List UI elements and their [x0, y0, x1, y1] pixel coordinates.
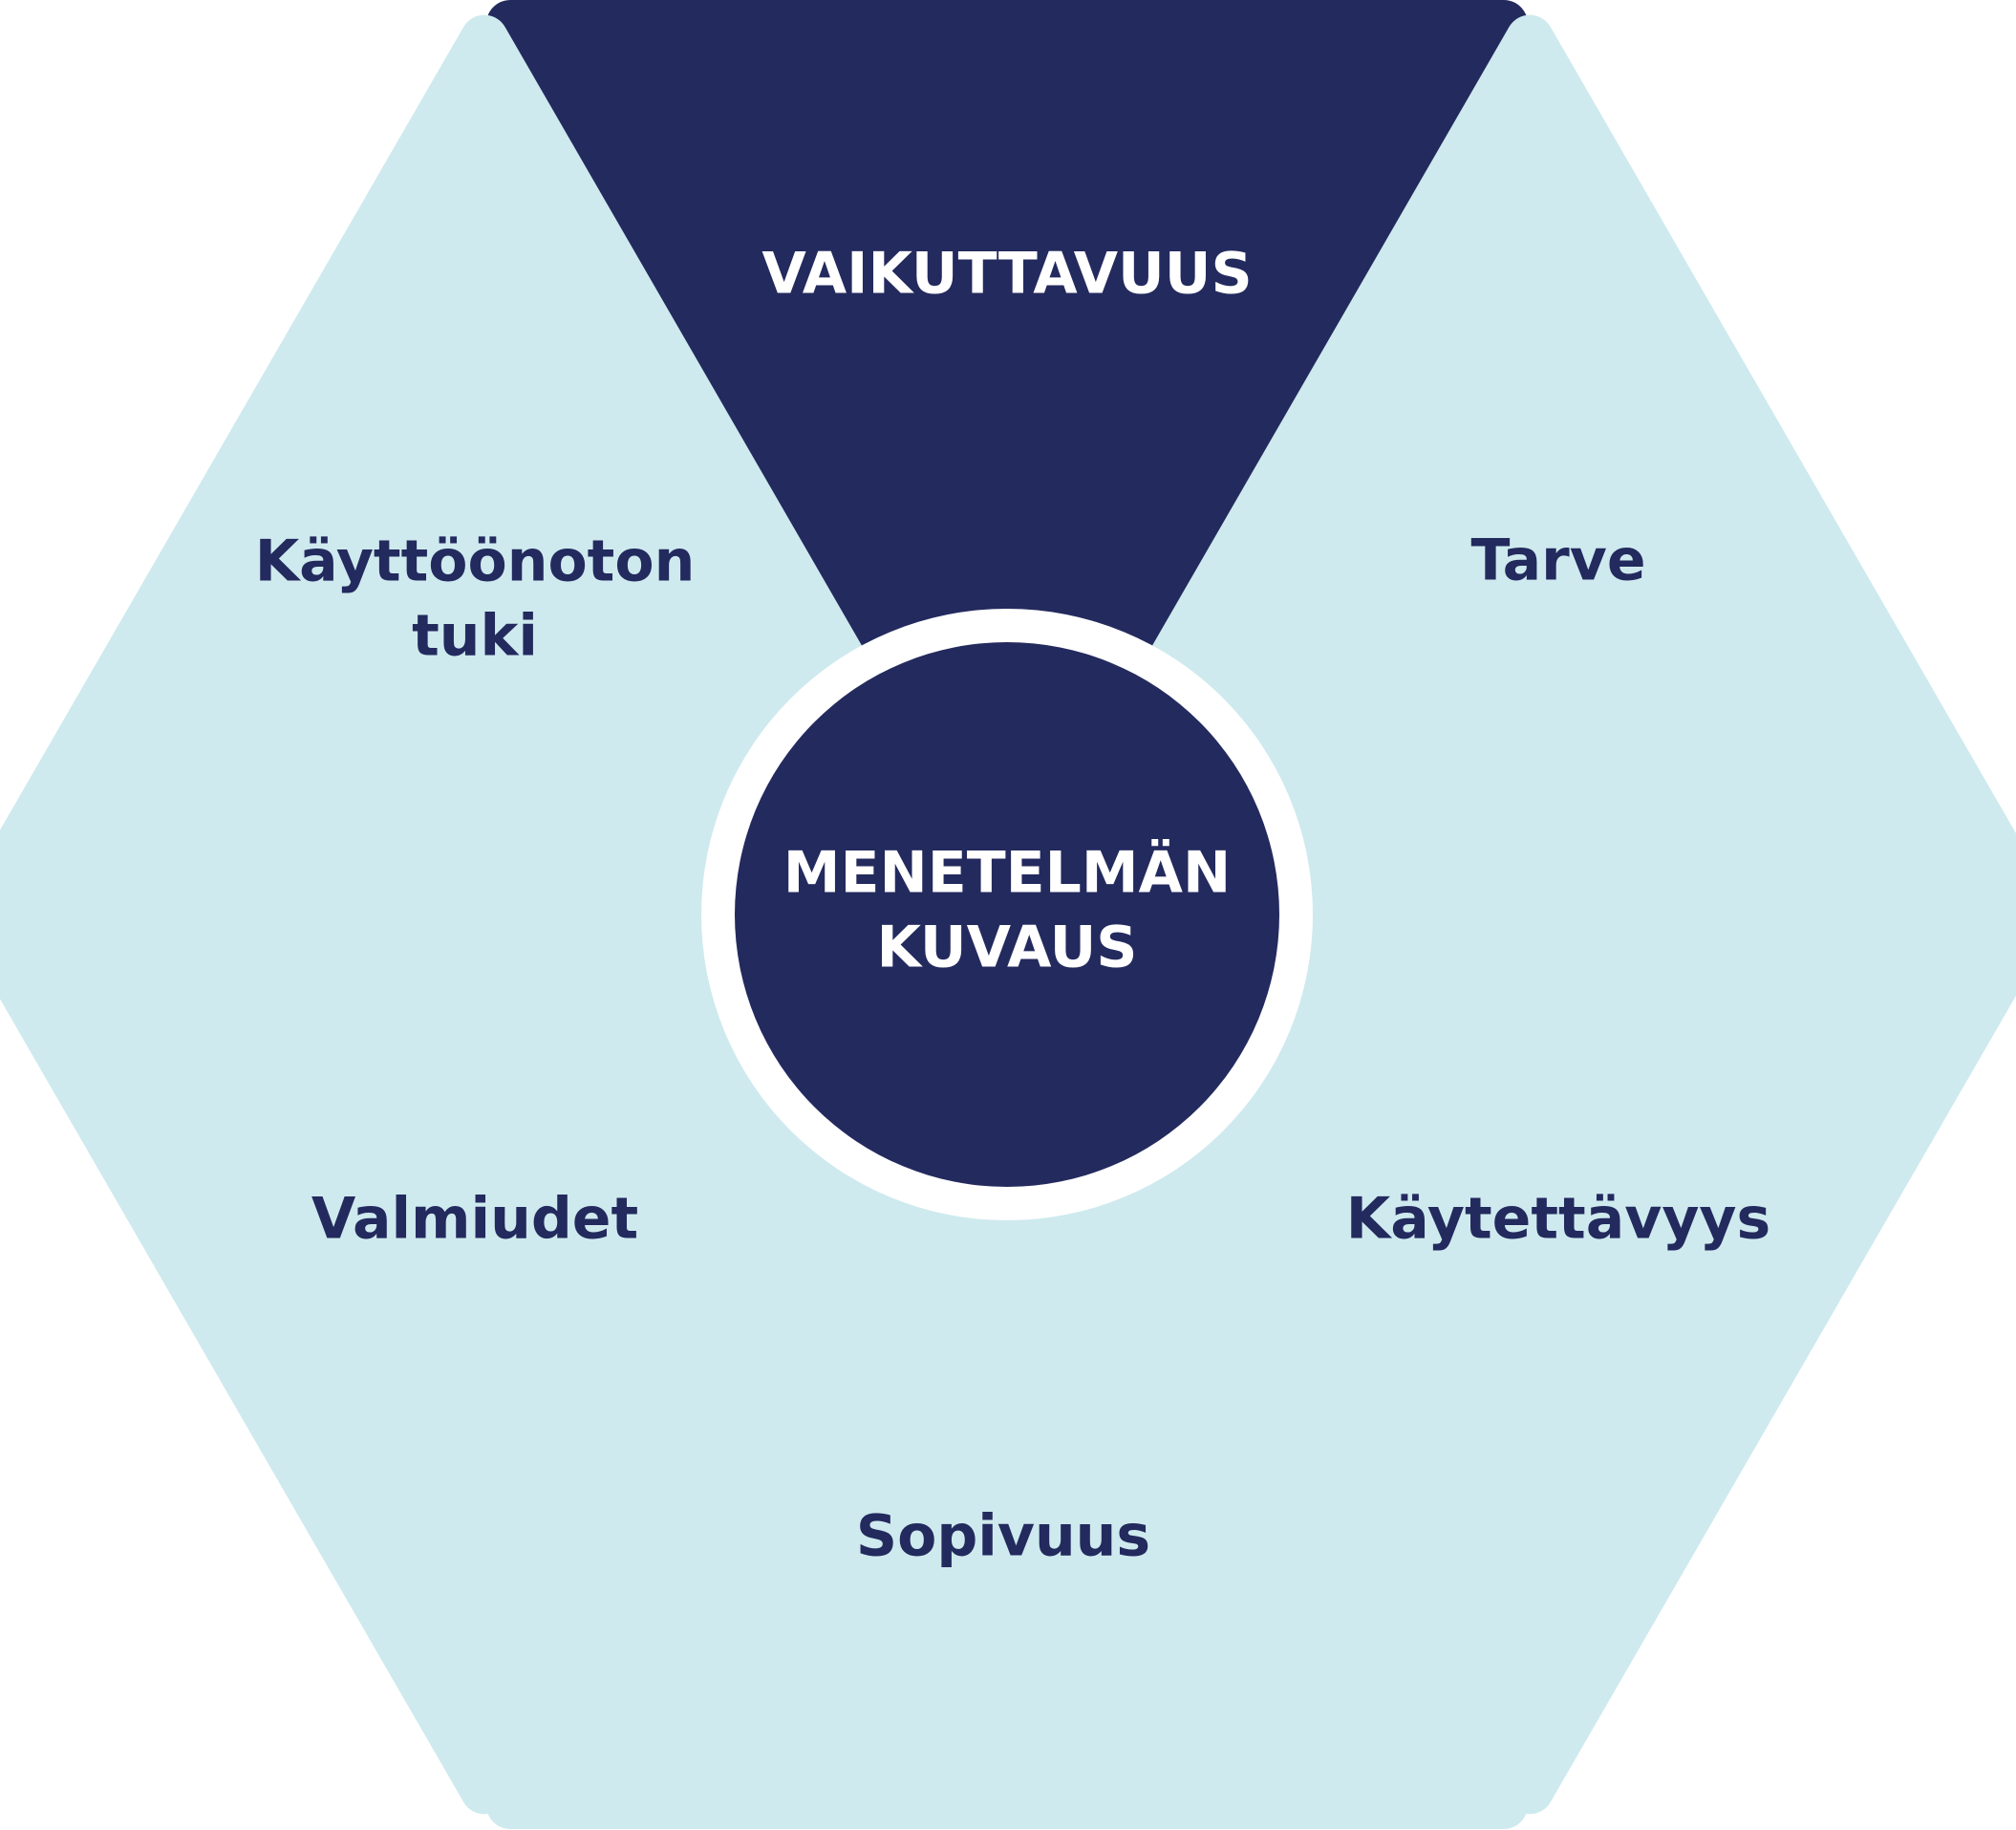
- segment-tarve: [1009, 14, 2016, 924]
- center-label-line2: KUVAUS: [876, 915, 1137, 981]
- segment-label-kayttoonoton-tuki: Käyttöönoton: [255, 528, 696, 595]
- segment-label-kaytettavyys: Käytettävyys: [1346, 1186, 1771, 1253]
- center-circle: [735, 642, 1279, 1187]
- segment-label-vaikuttavuus: VAIKUTTAVUUS: [761, 241, 1252, 308]
- segment-valmiudet: [0, 905, 1005, 1815]
- segment-label-kayttoonoton-tuki: tuki: [412, 603, 538, 670]
- segment-vaikuttavuus: [486, 0, 1528, 908]
- segment-label-valmiudet: Valmiudet: [311, 1186, 638, 1253]
- segment-kaytettavyys: [1009, 905, 2016, 1815]
- segment-sopivuus: [486, 921, 1528, 1829]
- segment-kayttoonoton-tuki: [0, 14, 1005, 924]
- center-label-line1: MENETELMÄN: [783, 838, 1231, 907]
- segment-label-tarve: Tarve: [1470, 527, 1645, 594]
- segment-label-sopivuus: Sopivuus: [856, 1503, 1150, 1570]
